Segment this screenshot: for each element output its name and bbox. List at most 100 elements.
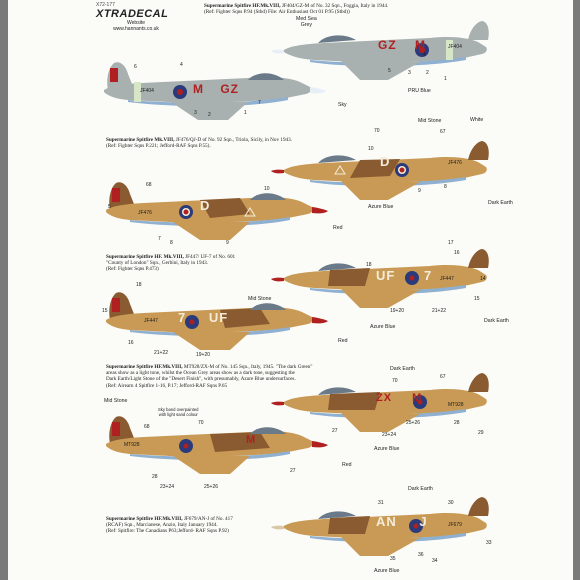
p4-num-8: 8 <box>170 240 173 246</box>
camo-patch <box>328 516 370 534</box>
spinner <box>312 207 328 214</box>
spitfire-jf679-starboard <box>271 497 489 556</box>
label-azure-blue-2: Azure Blue <box>370 324 396 330</box>
wing <box>340 60 420 80</box>
p5-num-21-22: 21+22 <box>432 308 447 314</box>
wing <box>340 412 420 432</box>
p8-code: M <box>246 434 256 446</box>
caption-3-line2: "County of London" Sqn., Gerbini, Italy … <box>106 260 209 267</box>
canopy <box>318 35 356 43</box>
p4-serial: JF476 <box>138 210 152 216</box>
fin-flash <box>112 422 120 436</box>
spinner <box>271 49 284 54</box>
spitfire-jf447-starboard <box>271 249 489 308</box>
p9-num-33: 33 <box>486 540 492 546</box>
caption-2-detail: JF476/QJ-D of No. 92 Sqn., Triola, Sicil… <box>174 137 293 143</box>
wing <box>340 536 420 556</box>
caption-4-detail: MT928/ZX-M of No. 145 Sqn., Italy, 1945.… <box>182 364 313 370</box>
p7-code-b: M <box>412 392 423 404</box>
p4-num-5: 5 <box>108 204 111 210</box>
p1-num-4: 4 <box>423 52 426 58</box>
caption-aircraft-2: Supermarine Spitfire Mk.VIII, JF476/QJ-D… <box>106 137 346 149</box>
p9-num-30: 30 <box>448 500 454 506</box>
p5-num-14: 14 <box>480 276 486 282</box>
canopy <box>318 263 356 271</box>
underside <box>130 327 290 337</box>
canopy <box>248 73 284 80</box>
fuselage-upper <box>284 37 487 63</box>
p5-num-19-20: 19+20 <box>390 308 405 314</box>
p5-code-a: UF <box>376 268 396 283</box>
p5-codes: UF 7 <box>376 268 432 283</box>
camo-patch <box>328 268 370 286</box>
spinner <box>271 277 284 282</box>
p6-code-b: UF <box>208 310 229 325</box>
label-white: White <box>470 117 484 123</box>
website-url: www.hannants.co.uk <box>113 26 159 32</box>
canopy <box>318 511 356 519</box>
p9-num-34: 34 <box>432 558 438 564</box>
sky-band <box>446 40 453 60</box>
p6-num-16: 16 <box>128 340 134 346</box>
p8-num-68: 68 <box>144 424 150 430</box>
spitfire-mt928-starboard <box>271 373 489 432</box>
label-red-3: Red <box>342 462 352 468</box>
p7-codes: ZX M <box>376 392 422 404</box>
p8-num-25-26: 25+26 <box>204 484 219 490</box>
p5-num-16: 16 <box>454 250 460 256</box>
p7-num-29: 29 <box>478 430 484 436</box>
sky-band-text: Sky band overpainted <box>158 407 199 412</box>
caption-5-title: Supermarine Spitfire HF.Mk.VIII, <box>106 516 183 522</box>
roundel-centre <box>189 319 195 325</box>
caption-5-ref: (Ref: Spitfire: The Canadians P63;Jeffor… <box>106 528 229 535</box>
p4-num-68: 68 <box>146 182 152 188</box>
label-dark-earth-2: Dark Earth <box>484 318 509 324</box>
p3-num-67: 67 <box>440 129 446 135</box>
spitfire-mt928-port <box>106 416 328 474</box>
p3-code: D <box>380 154 390 169</box>
p1-code-b: M <box>415 38 427 52</box>
caption-5-detail: JF679/AN-J of No. 417 <box>182 516 233 522</box>
canopy <box>318 387 356 395</box>
spinner <box>312 441 328 448</box>
wing <box>170 220 250 240</box>
p2-num-3: 3 <box>194 110 197 116</box>
p7-num-28: 28 <box>454 420 460 426</box>
p6-serial: JF447 <box>144 318 158 324</box>
p1-num-5: 5 <box>388 68 391 74</box>
wing <box>340 288 420 308</box>
label-dark-earth-3: Dark Earth <box>390 366 415 372</box>
p6-num-21-22: 21+22 <box>154 350 169 356</box>
p6-code-a: 7 <box>178 310 187 325</box>
roundel-centre <box>413 523 419 529</box>
spitfire-jf404-port <box>104 62 326 120</box>
roundel-centre <box>183 443 189 449</box>
roundel-centre <box>177 89 183 95</box>
wing <box>168 100 248 120</box>
canopy <box>250 303 286 310</box>
fin <box>468 497 489 516</box>
p3-num-70: 70 <box>374 128 380 134</box>
p8-num-70: 70 <box>198 420 204 426</box>
p6-codes: 7 UF <box>178 310 228 325</box>
fin-flash <box>112 188 120 202</box>
canopy <box>318 155 356 163</box>
p9-serial: JF679 <box>448 522 462 528</box>
camo-patch <box>210 432 270 452</box>
sky-band <box>134 82 141 102</box>
label-mid-stone-3: Mid Stone <box>104 398 128 404</box>
p4-num-9: 9 <box>226 240 229 246</box>
p1-num-3: 3 <box>408 70 411 76</box>
label-mid-stone-2: Mid Stone <box>248 296 272 302</box>
p9-num-31: 31 <box>378 500 384 506</box>
p7-num-67: 67 <box>440 374 446 380</box>
sky-band-text-2: with light sand colour <box>158 411 198 417</box>
caption-4-title: Supermarine Spitfire HF.Mk.VIII, <box>106 364 183 370</box>
squadron-triangle <box>244 207 256 217</box>
wing <box>170 454 250 474</box>
caption-aircraft-4: Supermarine Spitfire HF.Mk.VIII, MT928/Z… <box>106 364 376 389</box>
p9-num-35: 35 <box>390 556 396 562</box>
underside <box>128 97 288 107</box>
squadron-triangle <box>334 165 346 175</box>
